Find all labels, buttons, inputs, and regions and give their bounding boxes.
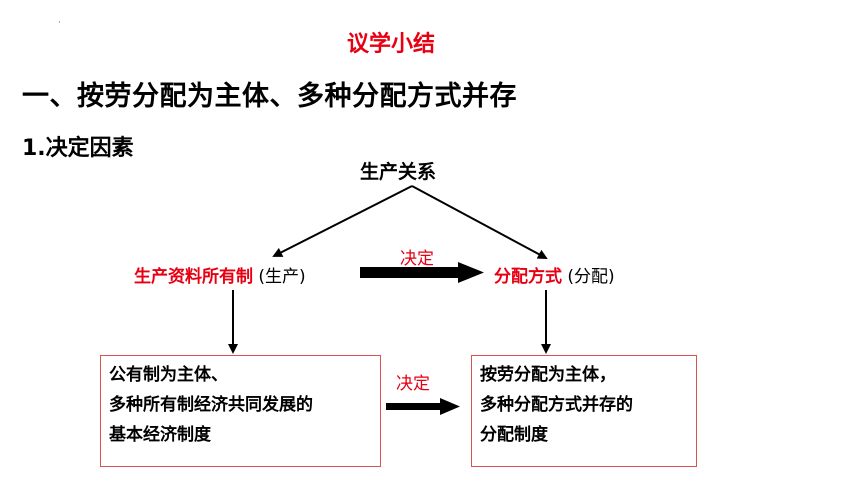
- subsection-heading: 1.决定因素: [22, 136, 134, 161]
- node-distribution: 分配方式 (分配): [494, 262, 615, 287]
- node-ownership-paren: (生产): [258, 267, 306, 287]
- decide-label-bottom: 决定: [396, 374, 430, 394]
- box-left-line: 公有制为主体、: [109, 365, 228, 385]
- node-distribution-main: 分配方式: [494, 267, 562, 287]
- box-right-line: 分配制度: [480, 425, 548, 445]
- node-ownership-main: 生产资料所有制: [134, 267, 253, 287]
- page-title: 议学小结: [346, 32, 435, 57]
- box-distribution-system: 按劳分配为主体， 多种分配方式并存的 分配制度: [471, 355, 697, 467]
- thick-arrow-decide-top: [360, 262, 484, 283]
- node-distribution-paren: (分配): [567, 267, 615, 287]
- box-right-line: 多种分配方式并存的: [480, 395, 633, 415]
- node-ownership: 生产资料所有制 (生产): [134, 262, 306, 287]
- box-basic-economic-system: 公有制为主体、 多种所有制经济共同发展的 基本经济制度: [100, 355, 381, 467]
- box-right-line: 按劳分配为主体，: [480, 365, 616, 385]
- decorative-dot: ·: [58, 18, 61, 28]
- arrow-top-to-left: [272, 185, 413, 257]
- arrow-top-to-right: [411, 185, 548, 259]
- section-heading: 一、按劳分配为主体、多种分配方式并存: [22, 81, 517, 112]
- node-production-relations: 生产关系: [360, 161, 437, 183]
- box-left-line: 多种所有制经济共同发展的: [109, 395, 313, 415]
- decide-label-top: 决定: [400, 249, 434, 269]
- box-left-line: 基本经济制度: [109, 425, 211, 445]
- thick-arrow-decide-bottom: [386, 398, 460, 415]
